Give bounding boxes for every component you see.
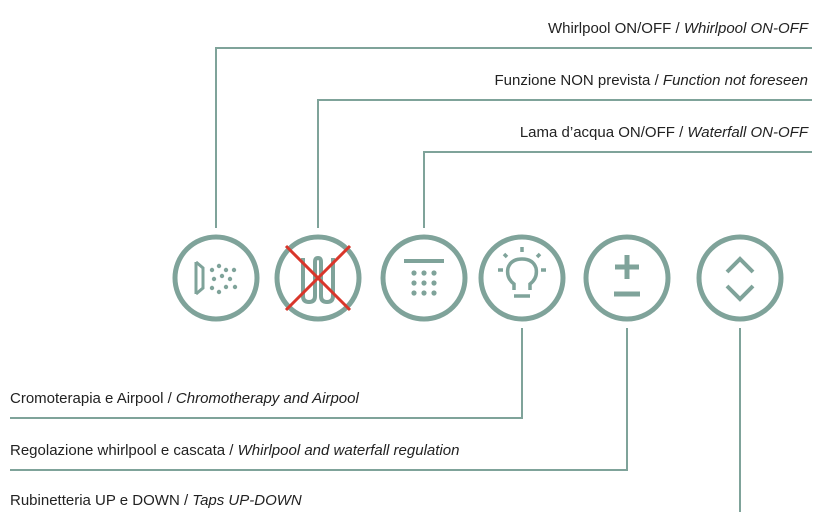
label-waterfall-en: Waterfall ON-OFF [687,124,808,141]
label-chromotherapy-en: Chromotherapy and Airpool [175,390,359,407]
label-regulation-it: Regolazione whirlpool e cascata / [10,442,238,459]
label-regulation-en: Whirlpool and waterfall regulation [237,442,460,459]
connector-line-regulation [10,328,628,471]
light-bulb-icon [498,247,546,298]
plus-minus-icon [614,255,640,297]
chromotherapy-button[interactable] [478,234,566,322]
connector-line-whirlpool [215,47,812,228]
regulation-button[interactable] [583,234,671,322]
label-not-foreseen-it: Funzione NON prevista / [494,72,663,89]
label-waterfall: Lama d’acqua ON/OFF / Waterfall ON-OFF [520,124,808,142]
whirlpool-button[interactable] [172,234,260,322]
label-taps-it: Rubinetteria UP e DOWN / [10,492,193,509]
disabled-function-button [274,234,362,322]
waterfall-button[interactable] [380,234,468,322]
label-whirlpool: Whirlpool ON/OFF / Whirlpool ON-OFF [548,20,808,38]
disabled-function-icon [284,244,352,312]
label-taps: Rubinetteria UP e DOWN / Taps UP-DOWN [10,492,302,510]
label-not-foreseen: Funzione NON prevista / Function not for… [495,72,809,90]
label-chromotherapy-it: Cromoterapia e Airpool / [10,390,176,407]
label-waterfall-it: Lama d’acqua ON/OFF / [519,124,688,141]
connector-line-waterfall [423,151,812,228]
label-chromotherapy: Cromoterapia e Airpool / Chromotherapy a… [10,390,359,408]
label-not-foreseen-en: Function not foreseen [662,72,808,89]
connector-line-chromotherapy [10,328,523,419]
label-regulation: Regolazione whirlpool e cascata / Whirlp… [10,442,459,460]
label-whirlpool-it: Whirlpool ON/OFF / [547,20,684,37]
connector-line-not-foreseen [317,99,812,228]
red-cross-icon [284,244,352,312]
waterfall-icon [404,259,444,296]
up-down-chevron-icon [725,256,755,302]
taps-up-down-button[interactable] [696,234,784,322]
whirlpool-jet-icon [194,260,238,296]
label-whirlpool-en: Whirlpool ON-OFF [683,20,808,37]
label-taps-en: Taps UP-DOWN [192,492,302,509]
